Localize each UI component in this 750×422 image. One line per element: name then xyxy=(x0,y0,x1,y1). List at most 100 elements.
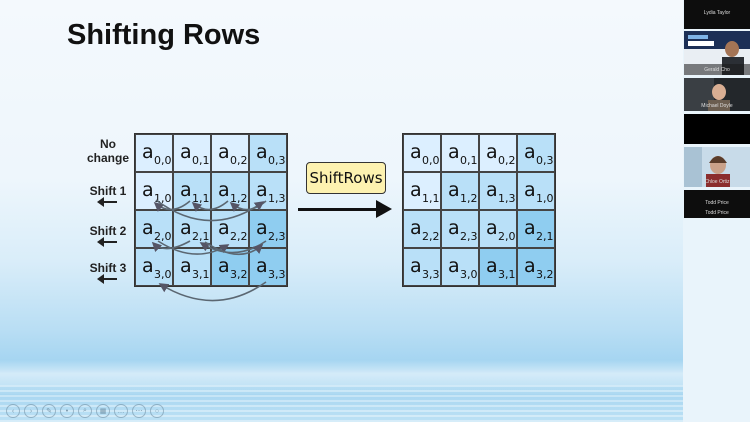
cell-letter: a xyxy=(486,141,498,163)
cell-letter: a xyxy=(486,255,498,277)
cell-subscript: 3,1 xyxy=(498,268,516,281)
cell-subscript: 0,1 xyxy=(192,154,210,167)
cell-letter: a xyxy=(142,141,154,163)
cell-letter: a xyxy=(180,179,192,201)
cell-letter: a xyxy=(448,179,460,201)
label-no-change: No change xyxy=(86,137,129,165)
cell-letter: a xyxy=(524,255,536,277)
cell-subscript: 1,1 xyxy=(422,192,440,205)
cell-subscript: 2,0 xyxy=(154,230,172,243)
cell-subscript: 0,1 xyxy=(460,154,478,167)
participant-name: Michael Doyle xyxy=(701,103,733,109)
cell-subscript: 0,0 xyxy=(154,154,172,167)
participant-video xyxy=(684,78,750,111)
prev-icon[interactable]: ‹ xyxy=(6,404,20,418)
options-icon[interactable]: ⋯ xyxy=(132,404,146,418)
cell-letter: a xyxy=(524,141,536,163)
participant-name: Chloe Ortiz xyxy=(704,179,730,185)
cell-letter: a xyxy=(524,179,536,201)
more-icon[interactable]: … xyxy=(114,404,128,418)
shift-left-arrow-1 xyxy=(97,197,117,207)
slide: Shifting Rows No change Shift 1 Shift 2 … xyxy=(0,0,683,422)
cell-subscript: 3,1 xyxy=(192,268,210,281)
participant-tile[interactable]: Todd Price Todd Price xyxy=(684,190,750,218)
cell-subscript: 3,2 xyxy=(230,268,248,281)
presentation-toolbar: ‹ › ✎ • ⌕ ▦ … ⋯ ○ xyxy=(6,404,164,418)
cell-subscript: 2,0 xyxy=(498,230,516,243)
cell-subscript: 0,2 xyxy=(230,154,248,167)
horizon-haze xyxy=(0,360,683,394)
cell-letter: a xyxy=(448,255,460,277)
next-icon[interactable]: › xyxy=(24,404,38,418)
cell-subscript: 1,3 xyxy=(498,192,516,205)
cell-subscript: 3,3 xyxy=(268,268,286,281)
cell-subscript: 1,0 xyxy=(536,192,554,205)
label-shift-2: Shift 2 xyxy=(89,224,127,238)
cell-subscript: 0,0 xyxy=(422,154,440,167)
cell-subscript: 2,2 xyxy=(422,230,440,243)
cell-letter: a xyxy=(410,217,422,239)
cell-letter: a xyxy=(180,217,192,239)
extra-icon[interactable]: ○ xyxy=(150,404,164,418)
participant-tile[interactable]: Michael Doyle xyxy=(684,78,750,111)
cell-subscript: 2,3 xyxy=(460,230,478,243)
cell-letter: a xyxy=(142,179,154,201)
cell-subscript: 1,1 xyxy=(192,192,210,205)
shift-left-arrow-3 xyxy=(97,274,117,284)
participant-tile[interactable] xyxy=(684,114,750,144)
shiftrows-label: ShiftRows xyxy=(306,162,386,194)
cell-subscript: 0,3 xyxy=(536,154,554,167)
rotation-arrows xyxy=(151,199,267,302)
participant-name: Lydia Taylor xyxy=(703,10,731,16)
cell-letter: a xyxy=(486,179,498,201)
cell-letter: a xyxy=(218,179,230,201)
slide-title: Shifting Rows xyxy=(67,19,261,51)
cell-letter: a xyxy=(218,217,230,239)
cell-subscript: 2,2 xyxy=(230,230,248,243)
pointer-icon[interactable]: • xyxy=(60,404,74,418)
cell-subscript: 0,2 xyxy=(498,154,516,167)
participant-name: Todd Price xyxy=(705,210,729,216)
cell-subscript: 2,1 xyxy=(536,230,554,243)
cell-subscript: 2,1 xyxy=(192,230,210,243)
cell-letter: a xyxy=(448,141,460,163)
cell-subscript: 3,2 xyxy=(536,268,554,281)
cell-letter: a xyxy=(142,255,154,277)
cell-letter: a xyxy=(218,255,230,277)
participant-tile[interactable]: Chloe Ortiz xyxy=(684,147,750,187)
cell-letter: a xyxy=(410,141,422,163)
transform-arrow xyxy=(298,200,392,218)
cell-letter: a xyxy=(180,255,192,277)
label-shift-3: Shift 3 xyxy=(89,261,127,275)
zoom-icon[interactable]: ⌕ xyxy=(78,404,92,418)
cell-subscript: 3,0 xyxy=(460,268,478,281)
cell-letter: a xyxy=(256,179,268,201)
cell-letter: a xyxy=(142,217,154,239)
cell-letter: a xyxy=(256,141,268,163)
cell-letter: a xyxy=(524,217,536,239)
grid-icon[interactable]: ▦ xyxy=(96,404,110,418)
cell-subscript: 1,2 xyxy=(230,192,248,205)
participant-tile[interactable]: Lydia Taylor xyxy=(684,0,750,29)
participant-tile[interactable]: Gerald Cho xyxy=(684,31,750,75)
pen-icon[interactable]: ✎ xyxy=(42,404,56,418)
participant-name: Todd Price xyxy=(705,200,729,206)
